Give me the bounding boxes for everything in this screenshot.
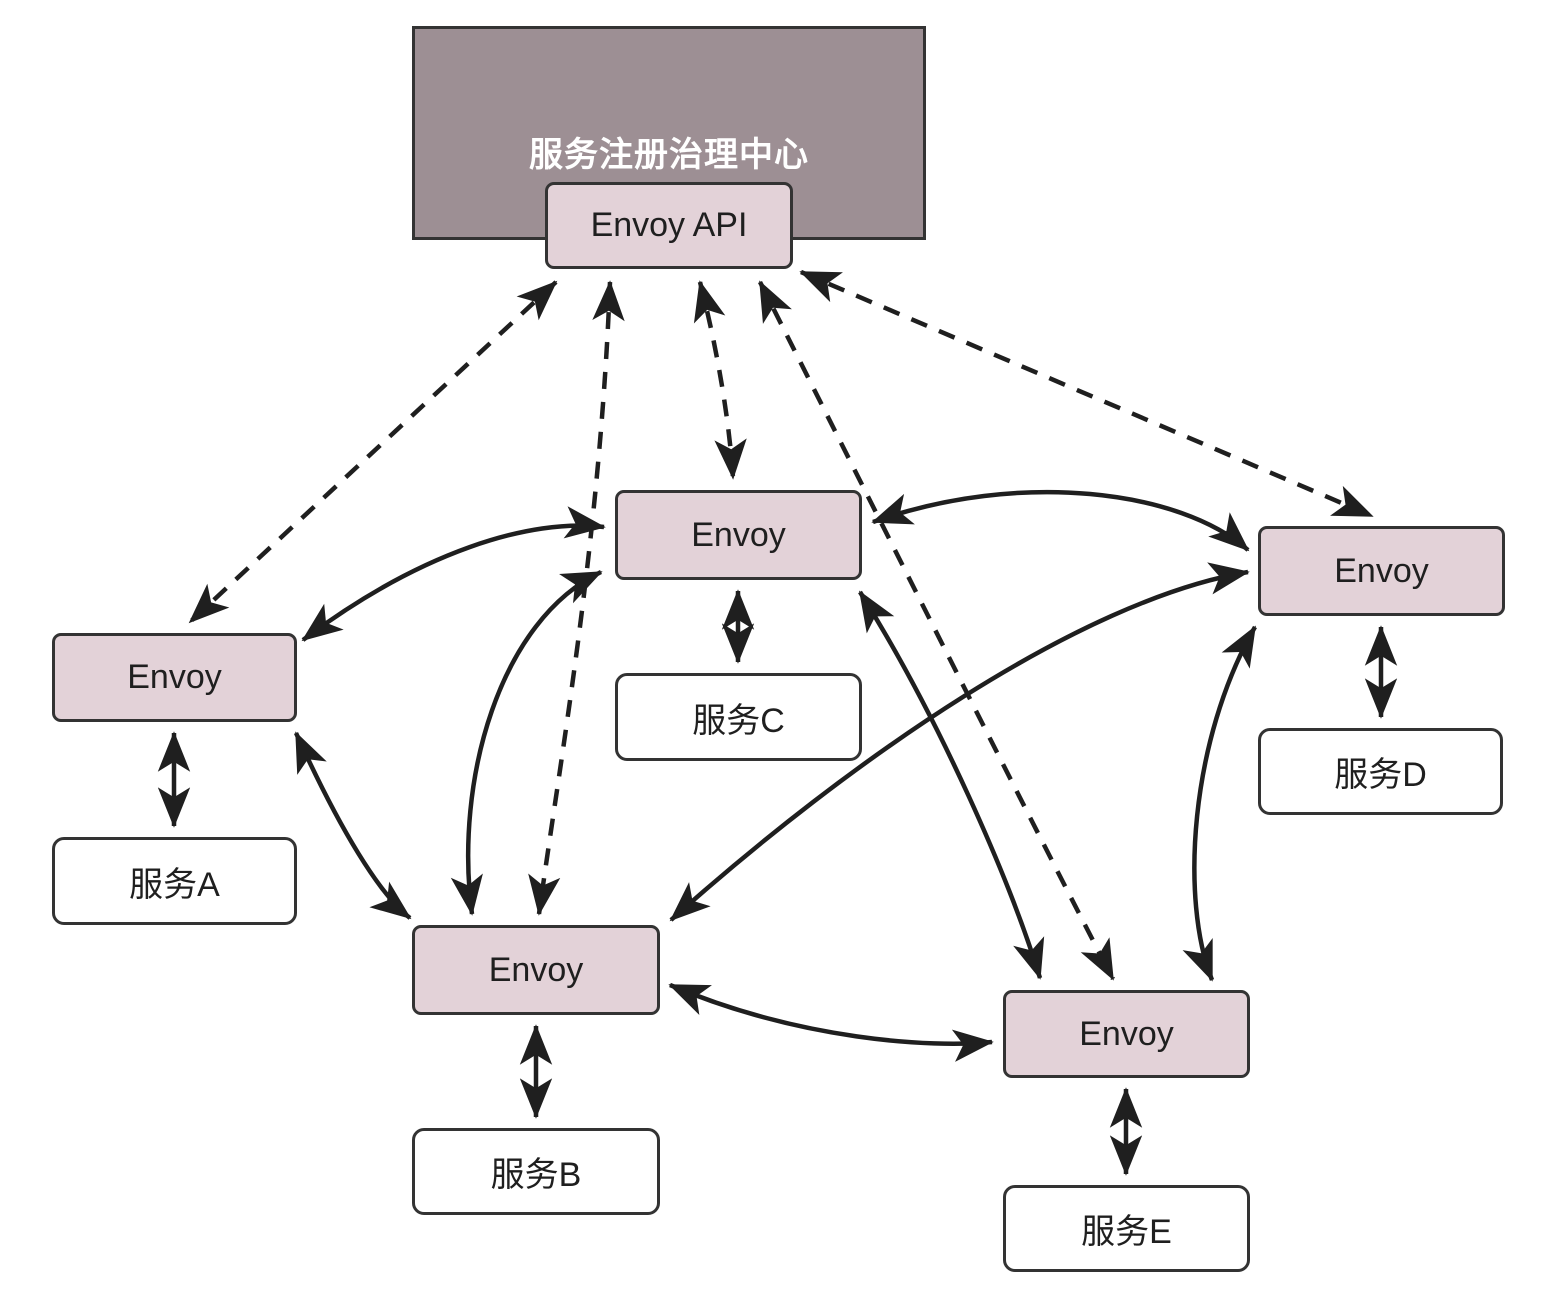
node-envoy-c[interactable]: Envoy [615,490,862,580]
edge-envoyapi-envoyb [528,280,625,916]
edge-envoyb-envoye [668,982,994,1062]
node-service-e-label: 服务E [1081,1213,1172,1251]
node-service-c-label: 服务C [692,701,785,740]
edge-envoyc-envoyd [871,489,1250,552]
node-service-c[interactable]: 服务C [615,673,862,761]
node-envoy-a-label: Envoy [127,658,222,696]
edge-envoyb-envoyd [669,562,1250,922]
node-envoy-api-label: Envoy API [590,206,748,244]
node-service-b-label: 服务B [490,1156,582,1194]
node-envoy-a[interactable]: Envoy [52,633,297,722]
node-envoy-b[interactable]: Envoy [412,925,660,1015]
node-envoy-e[interactable]: Envoy [1003,990,1250,1078]
edge-group-mesh [293,489,1257,1062]
node-service-d-label: 服务D [1334,756,1427,794]
edge-envoyapi-envoye [757,280,1115,981]
node-envoy-d[interactable]: Envoy [1258,526,1505,616]
edge-envoyd-envoye [1182,625,1257,982]
edge-envoya-envoyb [293,731,412,920]
node-service-a-label: 服务A [129,865,220,904]
node-envoy-d-label: Envoy [1334,551,1429,590]
edge-envoyc-envoye [858,590,1045,980]
node-envoy-c-label: Envoy [691,515,786,554]
node-service-d[interactable]: 服务D [1258,728,1503,815]
edge-group-sidecar-service [157,589,1398,1176]
edge-envoyapi-envoya [188,280,558,624]
edge-envoyapi-envoyc [693,280,747,480]
node-envoy-e-label: Envoy [1079,1014,1174,1053]
registry-center-title: 服务注册治理中心 [529,136,809,174]
node-service-e[interactable]: 服务E [1003,1185,1250,1272]
node-envoy-b-label: Envoy [488,950,584,989]
node-envoy-api[interactable]: Envoy API [545,182,793,269]
edge-envoyb-envoyc [450,569,603,916]
edge-envoyapi-envoyd [799,269,1374,519]
node-service-b[interactable]: 服务B [412,1128,660,1215]
node-service-a[interactable]: 服务A [52,837,297,925]
edge-envoya-envoyc [301,506,606,642]
